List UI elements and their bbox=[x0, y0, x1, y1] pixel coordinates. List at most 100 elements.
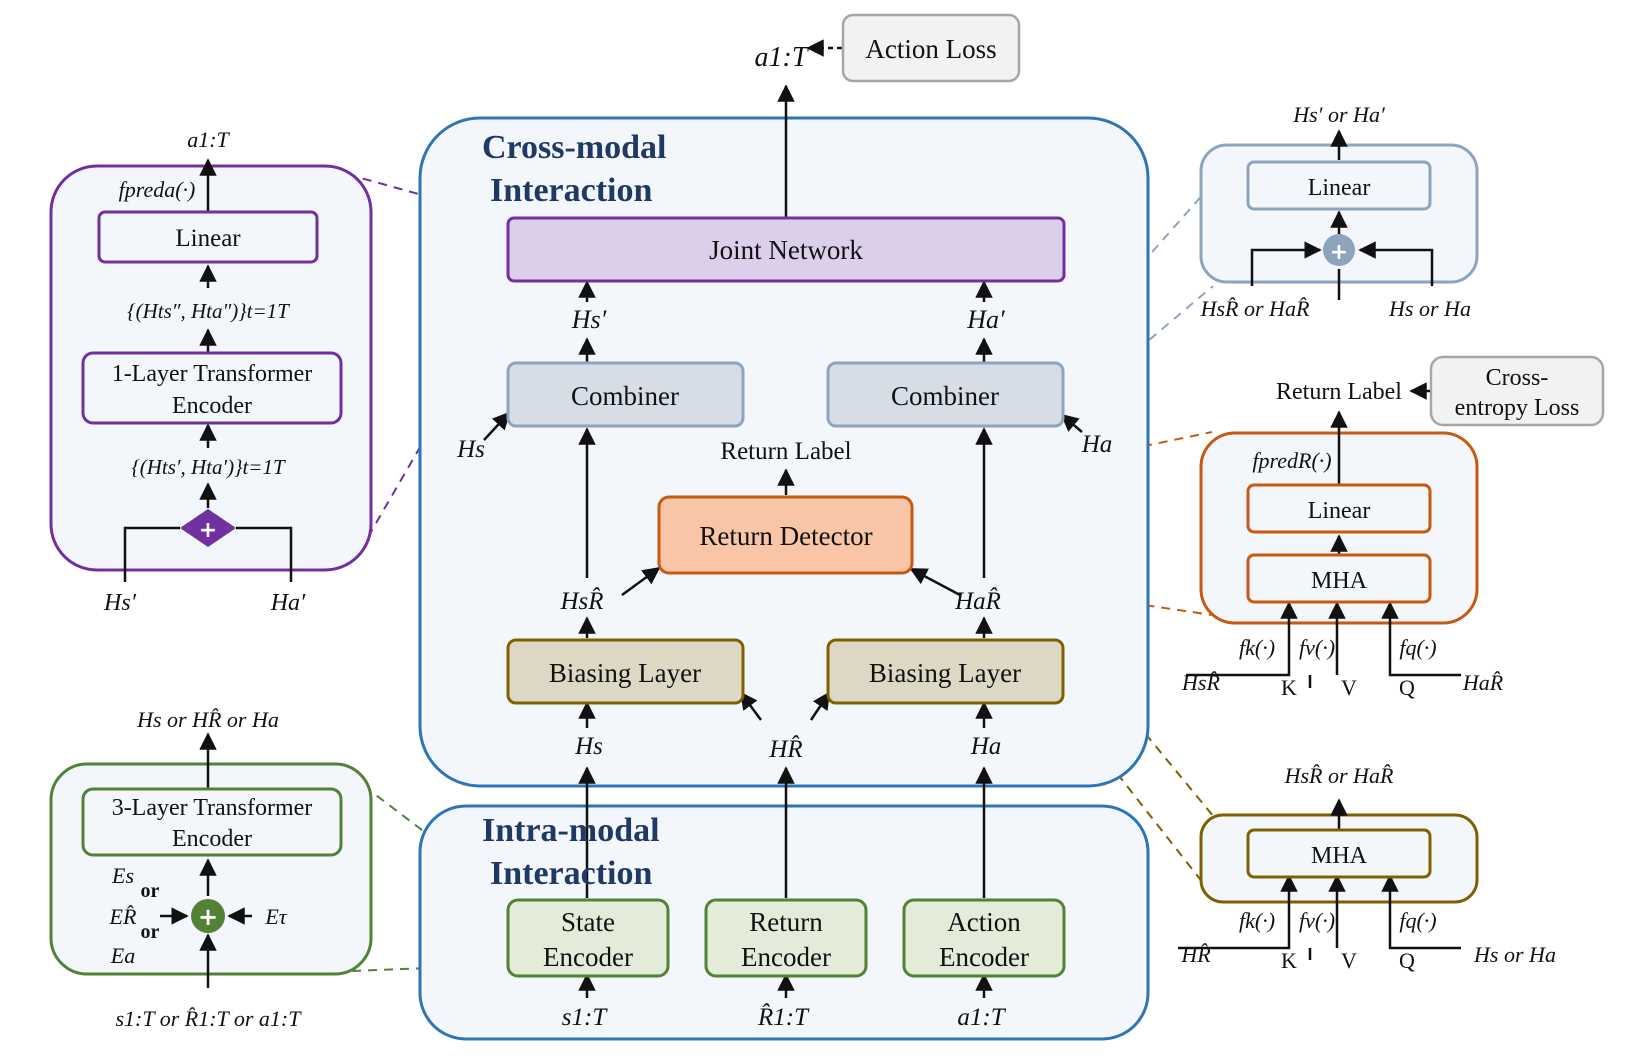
joint-detail-transformer-2: Encoder bbox=[172, 393, 252, 419]
h-s-label: Hs bbox=[574, 733, 603, 760]
encoder-detail-plus-icon bbox=[191, 899, 225, 933]
input-a-label: a1:T bbox=[957, 1004, 1006, 1031]
encoder-detail-e-r: ER̂ bbox=[109, 904, 137, 929]
input-s-label: s1:T bbox=[562, 1004, 609, 1031]
return-detector-box bbox=[657, 495, 914, 575]
combiner-detail-panel: Hs′ or Ha′ Linear + HsR̂ or HaR̂ Hs or H… bbox=[1199, 102, 1479, 321]
encoder-detail-or-1: or bbox=[141, 880, 160, 902]
h-a-right-label: Ha bbox=[1081, 431, 1113, 458]
biasing-detail-k: K bbox=[1281, 948, 1297, 973]
detector-detail-fpred: fpredR(·) bbox=[1252, 448, 1331, 473]
combiner-detail-linear-box bbox=[1246, 160, 1432, 211]
h-s-left-label: Hs bbox=[456, 436, 485, 463]
combiner-detail-plus-icon bbox=[1323, 234, 1355, 266]
biasing-right-box bbox=[826, 638, 1065, 705]
biasing-detail-v: V bbox=[1341, 948, 1357, 973]
action-loss-label: Action Loss bbox=[865, 34, 996, 64]
encoder-detail-e-a: Ea bbox=[110, 943, 135, 968]
biasing-connector-bottom bbox=[1057, 697, 1215, 898]
detector-detail-mha-box bbox=[1246, 553, 1432, 604]
detector-detail-linear-box bbox=[1246, 483, 1432, 534]
state-encoder-label-2: Encoder bbox=[543, 942, 633, 972]
encoder-detail-transformer-2: Encoder bbox=[172, 826, 252, 852]
main-arrows bbox=[483, 39, 1083, 998]
joint-detail-panel: a1:T fpreda(·) Linear {(Hts″, Hta″)}t=1T… bbox=[49, 127, 373, 616]
biasing-detail-output: HsR̂ or HaR̂ bbox=[1284, 763, 1394, 788]
encoder-detail-transformer-box bbox=[81, 787, 343, 857]
state-encoder-label-1: State bbox=[561, 907, 615, 937]
joint-detail-transformer-1: 1-Layer Transformer bbox=[112, 361, 313, 387]
joint-detail-in-right: Ha′ bbox=[270, 590, 306, 616]
detector-detail-fq: fq(·) bbox=[1399, 635, 1436, 660]
biasing-detail-panel: HsR̂ or HaR̂ MHA fk(·) fv(·) fq(·) HR̂ K… bbox=[1178, 763, 1556, 973]
joint-detail-seq-top: {(Hts″, Hta″)}t=1T bbox=[127, 299, 290, 323]
action-encoder-label-1: Action bbox=[947, 907, 1021, 937]
biasing-detail-in-left: HR̂ bbox=[1180, 942, 1211, 967]
joint-network-label: Joint Network bbox=[709, 235, 863, 265]
joint-detail-in-left: Hs′ bbox=[103, 590, 137, 616]
detector-detail-v: V bbox=[1341, 675, 1357, 700]
combiner-left-box bbox=[506, 361, 745, 428]
combiner-detail-in-right: Hs or Ha bbox=[1388, 296, 1471, 321]
cross-entropy-loss-1: Cross- bbox=[1486, 365, 1549, 391]
h-a-hat-label: HaR̂ bbox=[954, 587, 1001, 615]
encoder-detail-input: s1:T or R̂1:T or a1:T bbox=[115, 1006, 302, 1031]
joint-detail-linear-box bbox=[97, 210, 319, 264]
detector-detail-mha-label: MHA bbox=[1311, 568, 1368, 594]
h-a-label: Ha bbox=[970, 733, 1002, 760]
input-r-label: R̂1:T bbox=[757, 1003, 810, 1031]
return-encoder-label-2: Encoder bbox=[741, 942, 831, 972]
cross-entropy-loss-box bbox=[1429, 355, 1605, 427]
joint-detail-fpred: fpreda(·) bbox=[119, 177, 196, 202]
h-s-prime-label: Hs′ bbox=[571, 305, 607, 334]
encoder-detail-e-tau: Eτ bbox=[264, 904, 287, 929]
biasing-detail-fv: fv(·) bbox=[1299, 908, 1335, 933]
action-encoder-box bbox=[902, 898, 1066, 978]
detector-detail-in-left: HsR̂ bbox=[1181, 670, 1220, 695]
h-s-hat-label: HsR̂ bbox=[559, 587, 603, 615]
cross-entropy-loss-2: entropy Loss bbox=[1455, 395, 1580, 421]
joint-detail-linear-label: Linear bbox=[175, 225, 241, 252]
biasing-detail-fq: fq(·) bbox=[1399, 908, 1436, 933]
joint-detail-seq-bottom: {(Hts′, Hta′)}t=1T bbox=[131, 455, 286, 479]
combiner-left-label: Combiner bbox=[571, 381, 679, 411]
detector-detail-fk: fk(·) bbox=[1239, 635, 1275, 660]
state-encoder-box bbox=[506, 898, 670, 978]
joint-detail-transformer-box bbox=[81, 351, 343, 425]
encoder-detail-output: Hs or HR̂ or Ha bbox=[136, 707, 279, 732]
biasing-detail-mha-label: MHA bbox=[1311, 843, 1368, 869]
output-label: a1:T bbox=[755, 42, 810, 73]
biasing-left-label: Biasing Layer bbox=[549, 658, 701, 688]
joint-detail-output: a1:T bbox=[187, 127, 230, 152]
biasing-detail-fk: fk(·) bbox=[1239, 908, 1275, 933]
encoder-detail-plus-sign: + bbox=[198, 903, 218, 931]
biasing-right-label: Biasing Layer bbox=[869, 658, 1021, 688]
combiner-right-box bbox=[826, 361, 1065, 428]
h-r-hat-label: HR̂ bbox=[768, 735, 802, 763]
detector-detail-k: K bbox=[1281, 675, 1297, 700]
encoder-detail-panel: Hs or HR̂ or Ha 3-Layer Transformer Enco… bbox=[49, 707, 373, 1031]
detector-detail-in-right: HaR̂ bbox=[1462, 670, 1504, 695]
biasing-detail-q: Q bbox=[1399, 948, 1415, 973]
return-encoder-box bbox=[704, 898, 868, 978]
return-label-main: Return Label bbox=[720, 438, 851, 465]
detector-detail-output: Return Label bbox=[1276, 379, 1402, 405]
cross-modal-title-2: Interaction bbox=[490, 172, 653, 209]
biasing-detail-in-right: Hs or Ha bbox=[1473, 942, 1556, 967]
detector-detail-q: Q bbox=[1399, 675, 1415, 700]
intra-modal-title-1: Intra-modal bbox=[482, 812, 660, 849]
combiner-detail-in-left: HsR̂ or HaR̂ bbox=[1200, 296, 1310, 321]
biasing-left-box bbox=[506, 638, 745, 705]
joint-detail-plus-sign: + bbox=[199, 518, 217, 543]
detector-detail-fv: fv(·) bbox=[1299, 635, 1335, 660]
joint-detail-plus-icon bbox=[180, 509, 236, 547]
combiner-detail-output: Hs′ or Ha′ bbox=[1292, 102, 1386, 127]
return-detector-label: Return Detector bbox=[699, 521, 872, 551]
detector-detail-linear-label: Linear bbox=[1308, 498, 1371, 524]
combiner-detail-plus-sign: + bbox=[1330, 240, 1348, 265]
encoder-detail-or-2: or bbox=[141, 921, 160, 943]
biasing-detail-mha-box bbox=[1246, 828, 1432, 879]
joint-network-box bbox=[506, 216, 1066, 283]
